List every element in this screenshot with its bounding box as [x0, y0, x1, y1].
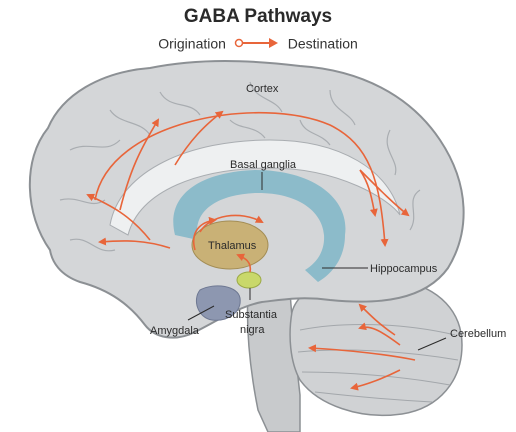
substantia-nigra-label-line2: nigra: [240, 324, 265, 336]
cerebellum-label: Cerebellum: [450, 328, 506, 340]
hippocampus-label: Hippocampus: [370, 263, 438, 275]
basal-ganglia-label: Basal ganglia: [230, 159, 297, 171]
thalamus-label: Thalamus: [208, 240, 257, 252]
substantia-nigra: [237, 272, 261, 288]
cortex-label: Cortex: [246, 83, 279, 95]
amygdala-label: Amygdala: [150, 325, 200, 337]
substantia-nigra-label-line1: Substantia: [225, 309, 278, 321]
